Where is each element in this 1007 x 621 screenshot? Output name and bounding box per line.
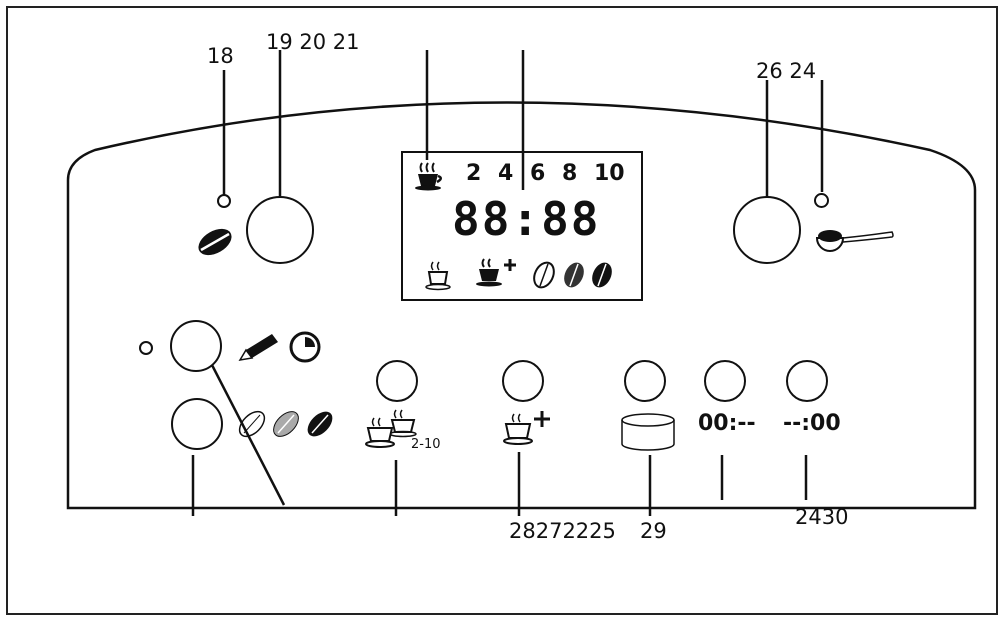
program-button[interactable] <box>170 320 222 372</box>
cup-count-4: 4 <box>498 161 514 186</box>
cup-plus-lcd-icon <box>476 258 516 287</box>
cup-count-8: 8 <box>562 161 578 186</box>
cup-count-10: 10 <box>594 161 625 186</box>
callout-18: 18 <box>207 44 234 68</box>
pencil-icon <box>238 334 278 362</box>
callout-19-20-21: 19 20 21 <box>266 30 360 54</box>
callout-26-24: 26 24 <box>756 59 817 83</box>
minutes-timer-button[interactable] <box>786 360 828 402</box>
callout-24-30: 2430 <box>795 505 849 529</box>
ground-coffee-led-indicator <box>814 193 829 208</box>
coffee-cup-icon <box>415 162 442 191</box>
coffee-bean-icon <box>198 228 232 256</box>
cup-quantity-button[interactable] <box>376 360 418 402</box>
cup-range-label: 2-10 <box>411 437 441 452</box>
callout-28-27-22-25: 28272225 <box>509 519 616 543</box>
ground-coffee-button[interactable] <box>733 196 801 264</box>
cup-plus-icon <box>503 411 550 445</box>
bean-strength-icon <box>238 410 333 438</box>
minutes-timer-label: --:00 <box>783 411 841 436</box>
time-display-digits: 88:88 <box>452 192 601 246</box>
bean-select-button[interactable] <box>246 196 314 264</box>
clock-icon <box>289 331 321 363</box>
strength-button[interactable] <box>171 398 223 450</box>
water-tank-button[interactable] <box>624 360 666 402</box>
hours-timer-button[interactable] <box>704 360 746 402</box>
callout-29: 29 <box>640 519 667 543</box>
cup-count-2: 2 <box>466 161 482 186</box>
multiple-cups-icon <box>365 409 417 448</box>
water-tank-icon <box>621 413 675 451</box>
bean-led-indicator <box>217 194 231 208</box>
bean-strength-lcd-icon <box>533 261 612 289</box>
hours-timer-label: 00:-- <box>698 411 756 436</box>
program-led-indicator <box>139 341 153 355</box>
ground-coffee-spoon-icon <box>815 230 894 252</box>
steaming-cup-outline-icon <box>425 261 451 291</box>
extra-cup-button[interactable] <box>502 360 544 402</box>
cup-count-6: 6 <box>530 161 546 186</box>
